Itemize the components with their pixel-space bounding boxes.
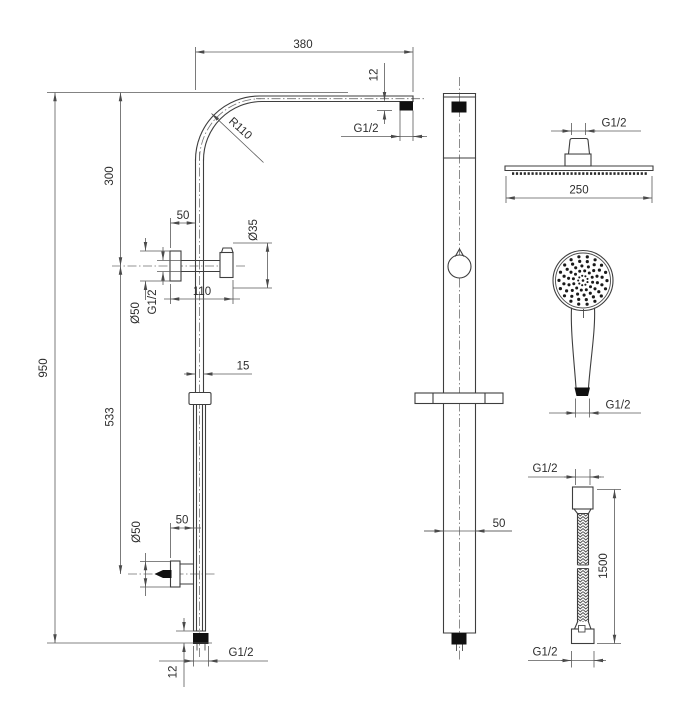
- hand-shower-holder-ring: [447, 254, 472, 279]
- front-view: 380 950 300 533 12 G1/2 R110 50: [38, 39, 427, 687]
- upper-wall-bracket: [169, 247, 234, 282]
- side-top-connector: [451, 101, 467, 113]
- dim-bottom-thread-length: 12: [168, 666, 180, 679]
- dim-head-thread: G1/2: [602, 118, 627, 130]
- dim-top-width: 380: [293, 39, 312, 51]
- bottom-inlet-connector: [193, 633, 209, 644]
- dim-overall-height: 950: [38, 358, 50, 377]
- head-top-view: G1/2 250: [504, 118, 654, 203]
- hose-view: G1/2 1500 G1/2: [528, 463, 621, 668]
- front-view-rail: [188, 95, 414, 651]
- dim-upper-height: 300: [104, 166, 116, 185]
- dim-upper-bracket-thread: G1/2: [147, 290, 159, 315]
- shower-head-geometry: [504, 137, 654, 175]
- top-outlet-connector: [399, 101, 413, 111]
- side-view-column: [414, 92, 504, 651]
- head-view-dimensions: G1/2 250: [505, 118, 653, 203]
- hose-geometry: [570, 486, 595, 645]
- dim-lower-flange-diameter: Ø50: [131, 521, 143, 543]
- hand-shower-geometry: [552, 249, 614, 396]
- hand-shower-dimensions: G1/2: [549, 398, 641, 418]
- front-view-dimensions: 380 950 300 533 12 G1/2 R110 50: [38, 39, 427, 687]
- dim-rail-diameter: 15: [237, 361, 250, 373]
- dim-bend-radius: R110: [226, 115, 254, 142]
- dim-hose-bottom-thread: G1/2: [533, 647, 558, 659]
- hand-shower-dots: [557, 255, 609, 306]
- dim-lower-height: 533: [105, 407, 117, 426]
- hand-shower-inlet-cap: [574, 387, 590, 396]
- lower-wall-bracket: [154, 560, 195, 588]
- dim-hose-top-thread: G1/2: [533, 463, 558, 475]
- hose-dimensions: G1/2 1500 G1/2: [528, 463, 621, 668]
- rail-slider-collar: [188, 391, 212, 406]
- side-slider-bracket: [414, 392, 504, 405]
- dim-top-thread: G1/2: [354, 123, 379, 135]
- dim-top-thread-length: 12: [369, 69, 381, 82]
- dim-hand-shower-thread: G1/2: [606, 400, 631, 412]
- side-view: 50: [414, 77, 512, 661]
- dim-hose-length: 1500: [598, 553, 610, 579]
- dim-column-width: 50: [493, 518, 506, 530]
- dim-upper-flange-diameter: Ø50: [130, 302, 142, 324]
- dim-elbow-diameter: Ø35: [248, 219, 260, 241]
- hand-shower-view: G1/2: [549, 249, 641, 418]
- side-bottom-connector: [451, 633, 467, 645]
- dim-lower-bracket-offset: 50: [176, 515, 189, 527]
- dim-bottom-thread: G1/2: [229, 647, 254, 659]
- dim-head-width: 250: [569, 185, 588, 197]
- dim-bracket-length: 110: [193, 286, 211, 298]
- side-view-dimensions: 50: [424, 518, 512, 533]
- dim-upper-bracket-offset: 50: [177, 210, 190, 222]
- diverter-knob: [154, 570, 172, 578]
